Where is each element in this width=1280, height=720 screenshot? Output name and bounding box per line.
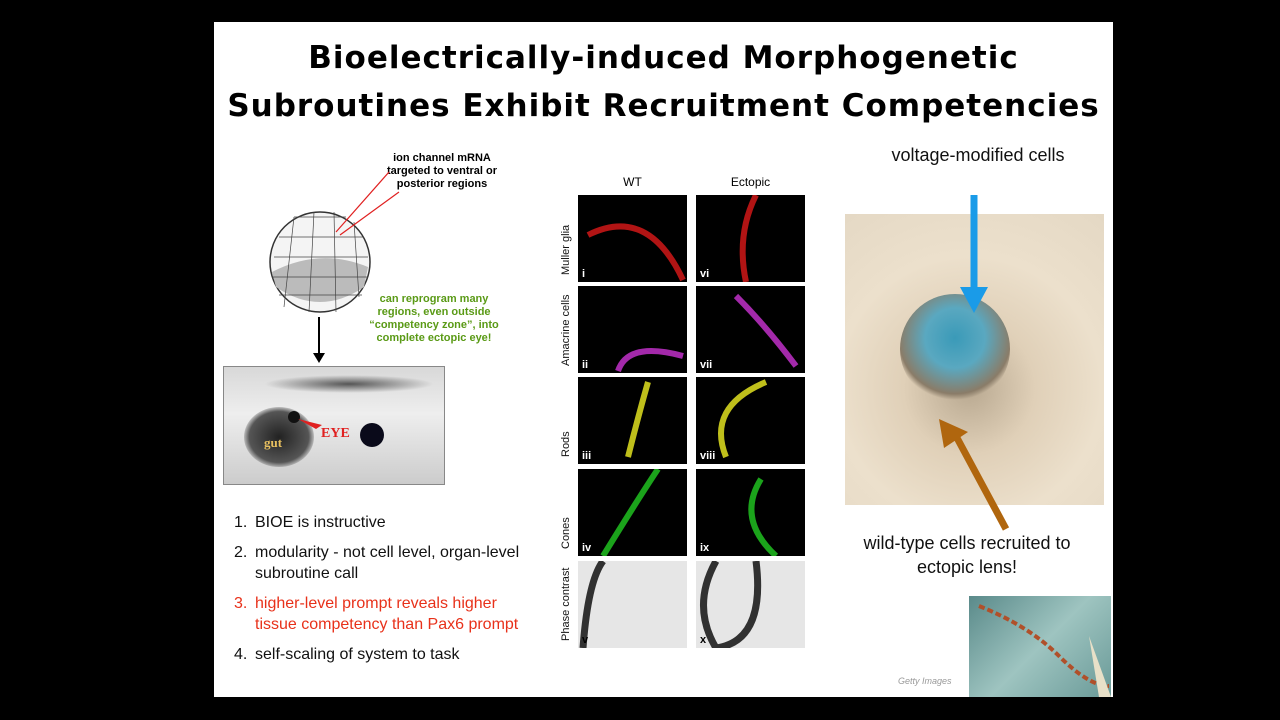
panel-label: viii: [700, 450, 716, 462]
row-label: Phase contrast: [560, 567, 572, 641]
list-number: 1.: [234, 514, 248, 531]
micrograph-panel: vi: [696, 195, 805, 282]
panel-label: x: [700, 634, 707, 646]
list-item: 3. higher-level prompt reveals higher tis…: [234, 593, 534, 635]
micrograph-panel: ii: [578, 286, 687, 373]
row-label: Cones: [560, 517, 572, 549]
green-note: can reprogram many regions, even outside…: [369, 293, 499, 344]
slide-title: Bioelectrically-induced Morphogenetic Su…: [214, 34, 1113, 130]
brown-arrow-icon: [939, 419, 1010, 531]
getty-credit: Getty Images: [898, 676, 952, 686]
panel-label: iv: [582, 542, 592, 554]
slide: Bioelectrically-induced Morphogenetic Su…: [214, 22, 1113, 697]
micrograph-panel: x: [696, 561, 805, 648]
ants-photo: [969, 596, 1111, 697]
list-item: 4. self-scaling of system to task: [234, 644, 534, 665]
micrograph-panel: v: [578, 561, 687, 648]
list-text: higher-level prompt reveals higher tissu…: [255, 595, 519, 633]
micrograph-panel: ix: [696, 469, 805, 556]
eye-label: EYE: [321, 426, 350, 441]
list-text: BIOE is instructive: [255, 514, 386, 531]
row-label: Rods: [560, 431, 572, 457]
micrograph-panel: vii: [696, 286, 805, 373]
row-label: Amacrine cells: [560, 294, 572, 366]
list-number: 4.: [234, 646, 248, 663]
list-item: 1. BIOE is instructive: [234, 512, 534, 533]
panel-label: ix: [700, 542, 710, 554]
embryo-illustration: [269, 171, 400, 313]
micrograph-panel: viii: [696, 377, 805, 464]
down-arrow-icon: [313, 317, 325, 363]
panel-label: iii: [582, 450, 592, 462]
gut-label: gut: [264, 435, 283, 450]
micrograph-panel: i: [578, 195, 687, 282]
title-line-2: Subroutines Exhibit Recruitment Competen…: [227, 88, 1100, 124]
panel-label: ii: [582, 359, 589, 371]
micrograph-panel: iv: [578, 469, 687, 556]
list-number: 2.: [234, 544, 248, 561]
panel-label: i: [582, 268, 586, 280]
injection-note: ion channel mRNA targeted to ventral or …: [386, 152, 498, 190]
panel-label: v: [582, 634, 589, 646]
column-label: WT: [623, 175, 642, 189]
list-text: modularity - not cell level, organ-level…: [255, 544, 520, 582]
blue-arrow-icon: [960, 195, 988, 313]
column-label: Ectopic: [730, 175, 771, 189]
key-points-list: 1. BIOE is instructive 2. modularity - not …: [234, 512, 534, 674]
list-text: self-scaling of system to task: [255, 646, 460, 663]
panel-label: vii: [700, 359, 713, 371]
top-caption: voltage-modified cells: [891, 145, 1065, 165]
red-arrow-icon: [298, 419, 322, 429]
row-label: Muller glia: [560, 224, 572, 275]
micrograph-panel: iii: [578, 377, 687, 464]
list-item: 2. modularity - not cell level, organ-lev…: [234, 542, 534, 584]
tadpole-photo: gut EYE: [223, 366, 445, 485]
panel-label: vi: [700, 268, 710, 280]
list-number: 3.: [234, 595, 248, 612]
bottom-caption: wild-type cells recruited to ectopic len…: [863, 533, 1071, 577]
title-line-1: Bioelectrically-induced Morphogenetic: [308, 40, 1019, 76]
